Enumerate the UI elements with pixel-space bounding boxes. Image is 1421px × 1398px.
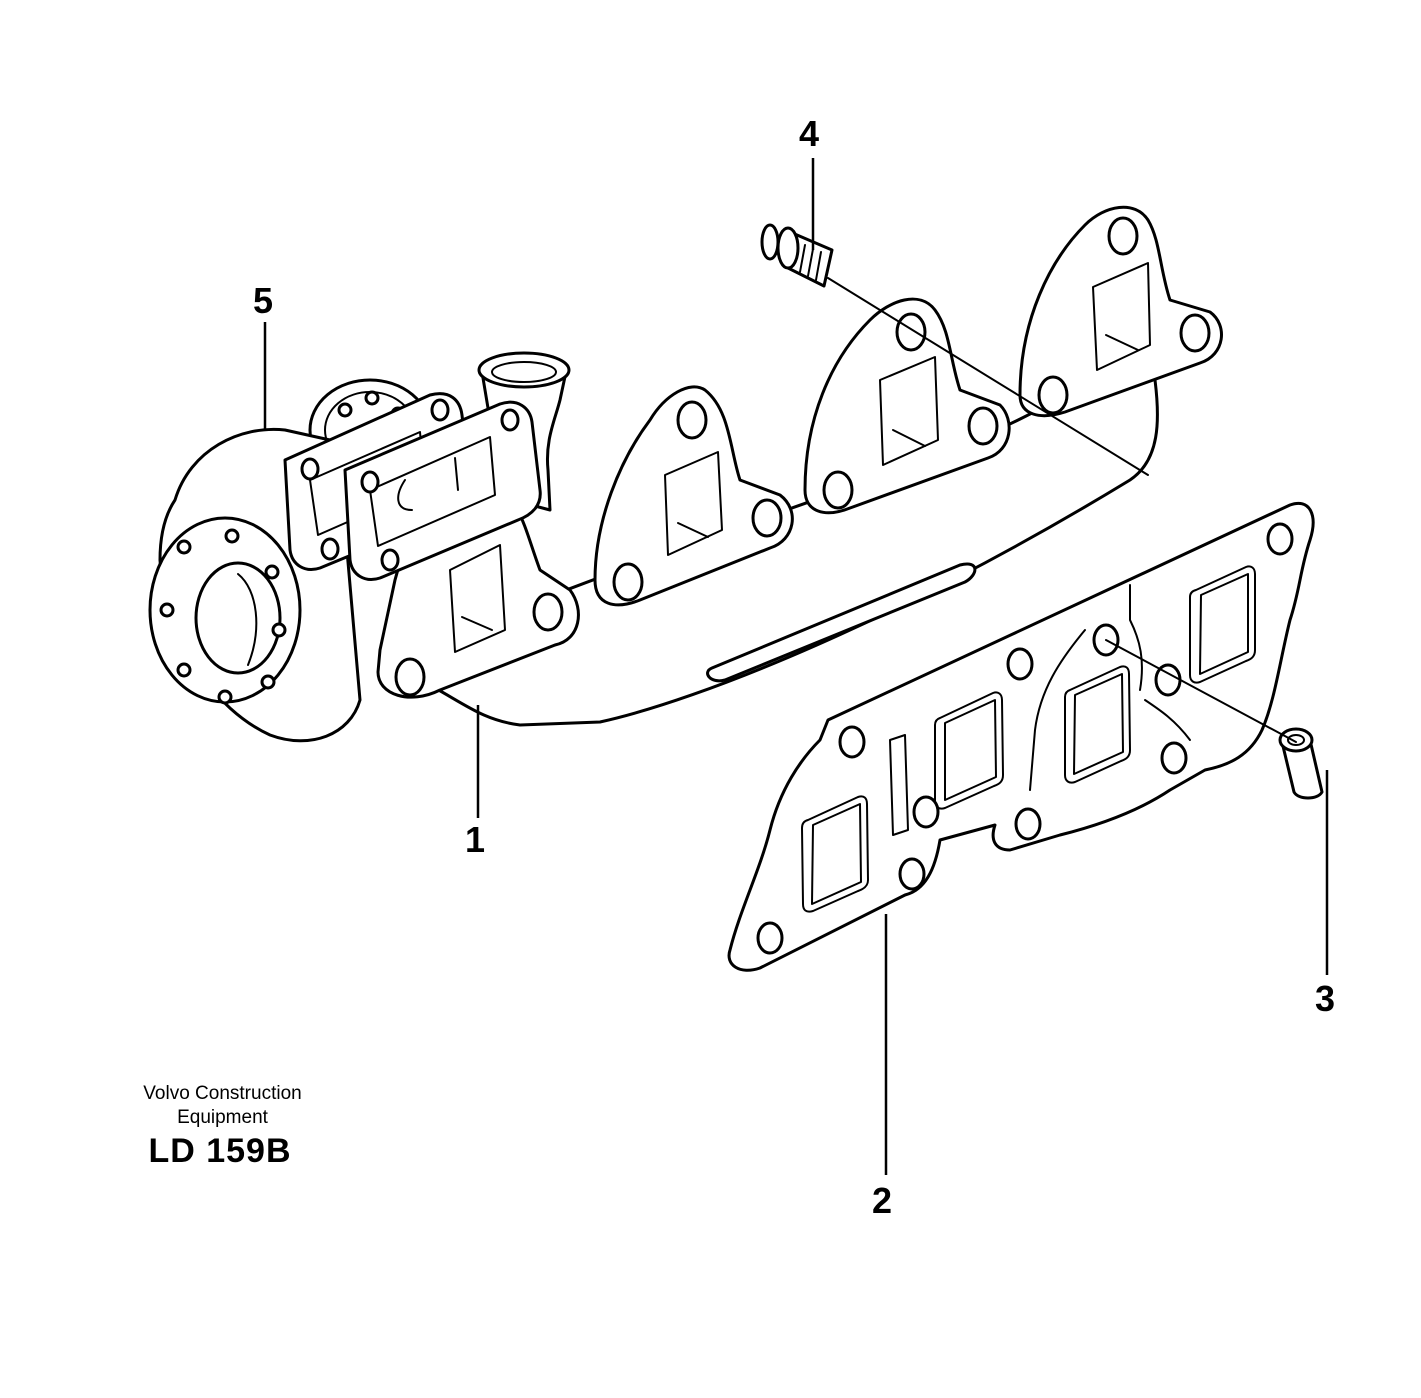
- manifold-gasket: [727, 502, 1315, 972]
- sleeve-spacer: [1278, 727, 1324, 800]
- manufacturer-label: Volvo Construction Equipment: [110, 1082, 335, 1130]
- callout-numbers: 1 2 3 4 5: [253, 113, 1335, 1221]
- callout-3: 3: [1315, 978, 1335, 1019]
- leader-lines: [263, 158, 1329, 1175]
- callout-1: 1: [465, 819, 485, 860]
- manufacturer-line-1: Volvo Construction: [143, 1083, 302, 1104]
- callout-5: 5: [253, 280, 273, 321]
- callout-4: 4: [799, 113, 819, 154]
- flange-screw: [760, 223, 834, 288]
- drawing-code: LD 159B: [148, 1132, 292, 1170]
- callout-2: 2: [872, 1180, 892, 1221]
- assembly-axis-lines: [827, 277, 1297, 743]
- turbocharger: [148, 378, 542, 743]
- manufacturer-line-2: Equipment: [177, 1107, 268, 1128]
